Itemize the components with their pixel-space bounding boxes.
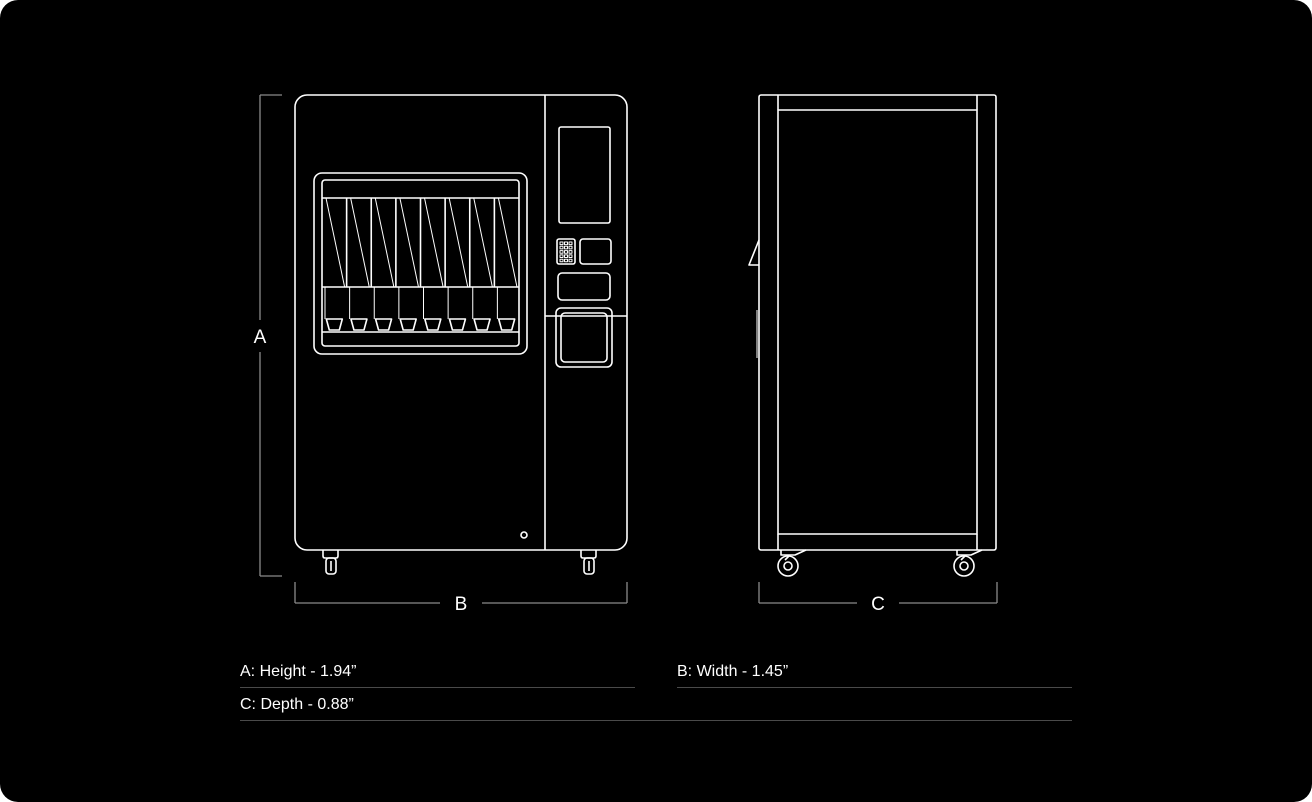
keypad-key (564, 258, 568, 263)
product-cup (424, 318, 442, 331)
product-cup (448, 318, 467, 331)
keypad-key (568, 250, 573, 254)
dimension-c (758, 582, 998, 604)
bill-acceptor (557, 272, 611, 301)
keypad-key (568, 245, 573, 250)
front-view (294, 94, 628, 575)
touch-screen (558, 126, 611, 224)
vending-machine-diagram: A B C (254, 94, 998, 615)
product-cup (374, 318, 393, 331)
front-caster-right (580, 550, 597, 575)
lock-icon (520, 531, 528, 539)
product-spirals (324, 197, 518, 331)
dimension-b (294, 582, 628, 604)
dimension-b-label: B (455, 594, 468, 615)
spiral-coil (448, 197, 469, 288)
keypad-key (564, 250, 568, 254)
front-body-outline (294, 94, 628, 551)
keypad-key (568, 254, 573, 258)
front-caster-left (322, 550, 339, 575)
keypad-icon (556, 238, 576, 265)
keypad-key (559, 258, 564, 263)
spiral-coil (325, 197, 346, 288)
keypad-key (568, 258, 573, 263)
keypad-key (559, 254, 564, 258)
spec-height: A: Height - 1.94” (240, 656, 635, 688)
side-caster-right (953, 549, 983, 577)
product-cup (473, 318, 491, 331)
specs-row: A: Height - 1.94” B: Width - 1.45” (240, 656, 1072, 688)
product-window (313, 172, 528, 355)
keypad-key (559, 245, 564, 250)
specs-row: C: Depth - 0.88” (240, 688, 1072, 721)
keypad-key (564, 245, 568, 250)
spiral-coil (399, 197, 419, 288)
product-cup (325, 318, 344, 331)
product-cup (399, 318, 417, 331)
spec-width: B: Width - 1.45” (677, 656, 1072, 688)
card-reader (579, 238, 612, 265)
keypad-key (568, 241, 573, 246)
dimension-c-label: C (871, 594, 885, 615)
product-cup (497, 318, 516, 331)
dimension-a-label: A (254, 327, 267, 348)
spiral-coil (350, 197, 370, 288)
spiral-coil (374, 197, 395, 288)
side-inner-panel (777, 109, 978, 535)
side-handle (748, 239, 760, 266)
side-caster-left (777, 549, 807, 577)
dimension-a (259, 94, 282, 577)
spec-depth: C: Depth - 0.88” (240, 689, 1072, 721)
side-view (748, 94, 997, 577)
keypad-key (559, 241, 564, 246)
specifications-table: A: Height - 1.94” B: Width - 1.45” C: De… (240, 656, 1072, 721)
pickup-door (555, 307, 613, 368)
keypad-key (559, 250, 564, 254)
spiral-coil (497, 197, 518, 288)
side-body-outline (758, 94, 997, 551)
keypad-key (564, 241, 568, 246)
spiral-coil (473, 197, 493, 288)
spiral-coil (424, 197, 444, 288)
keypad-key (564, 254, 568, 258)
product-cup (350, 318, 368, 331)
